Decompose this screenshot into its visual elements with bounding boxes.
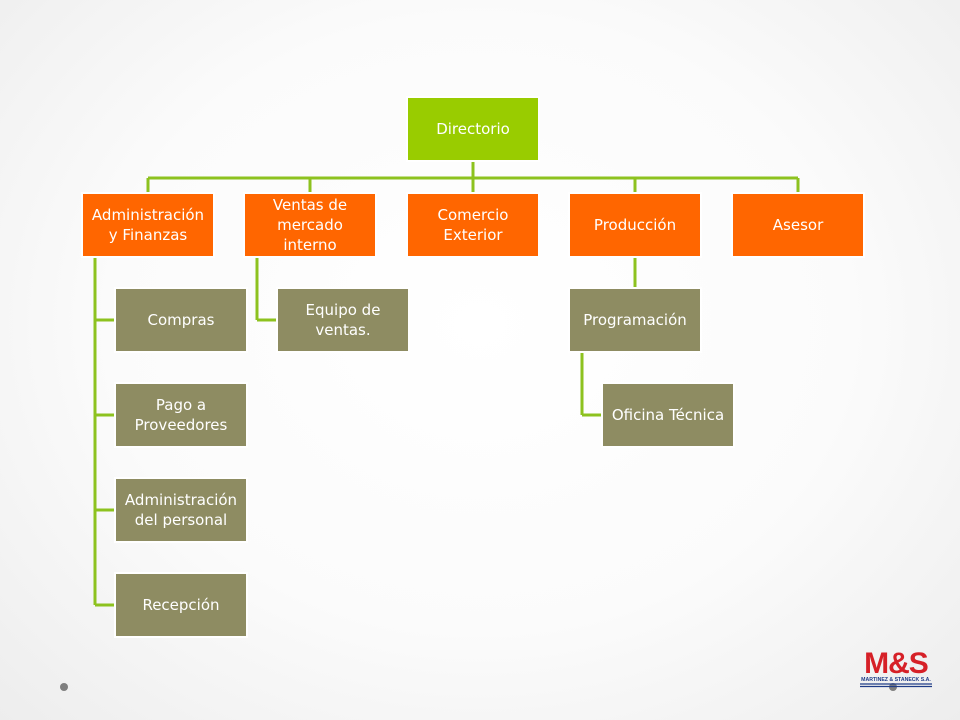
company-logo: M&S MARTINEZ & STANECK S.A. (860, 647, 932, 688)
node-compras: Compras (114, 287, 248, 353)
node-comercio-exterior: Comercio Exterior (406, 192, 540, 258)
logo-subtext: MARTINEZ & STANECK S.A. (861, 677, 931, 683)
node-programacion: Programación (568, 287, 702, 353)
node-asesor: Asesor (731, 192, 865, 258)
node-administracion-personal: Administración del personal (114, 477, 248, 543)
logo-text: M&S (864, 647, 928, 680)
node-directorio: Directorio (406, 96, 540, 162)
node-ventas-mercado-interno: Ventas de mercado interno (243, 192, 377, 258)
node-recepcion: Recepción (114, 572, 248, 638)
node-pago-proveedores: Pago a Proveedores (114, 382, 248, 448)
decor-dot-left (60, 683, 68, 691)
node-administracion-finanzas: Administración y Finanzas (81, 192, 215, 258)
node-equipo-ventas: Equipo de ventas. (276, 287, 410, 353)
node-oficina-tecnica: Oficina Técnica (601, 382, 735, 448)
node-produccion: Producción (568, 192, 702, 258)
